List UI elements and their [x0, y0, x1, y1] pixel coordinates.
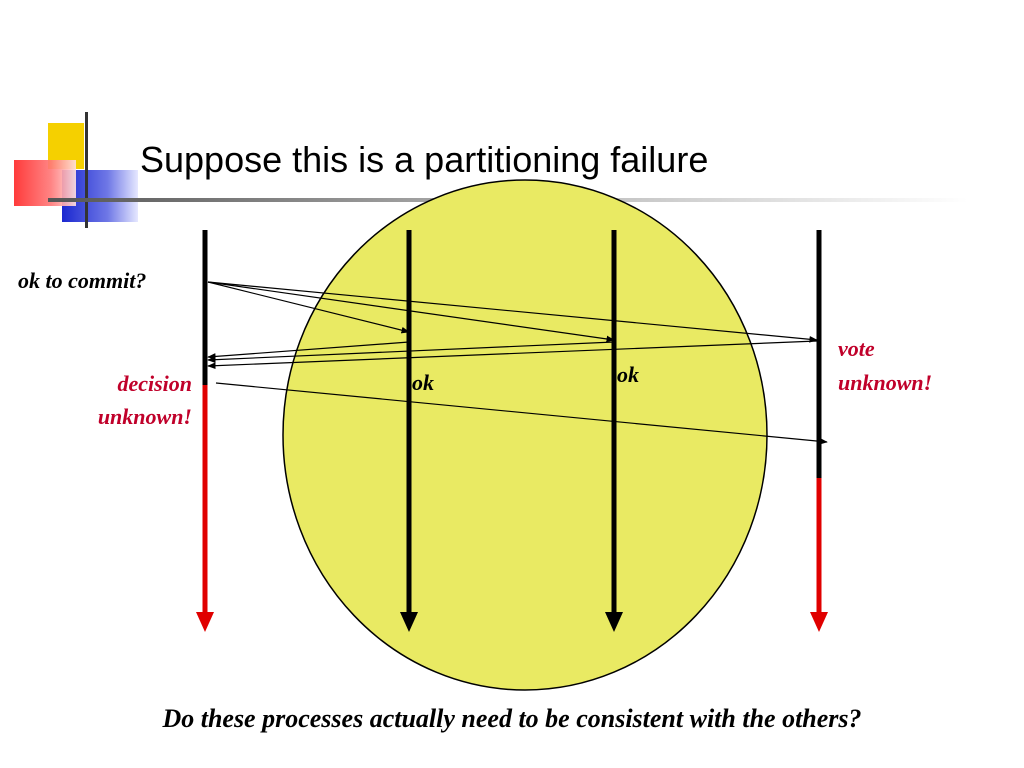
vote-reply-from-a	[207, 341, 410, 360]
participant-a-arrowhead	[400, 612, 418, 632]
vote-unknown-label-line1: vote	[838, 336, 875, 361]
closing-question: Do these processes actually need to be c…	[162, 704, 862, 733]
ok-to-commit-label: ok to commit?	[18, 268, 146, 293]
prepare-message-to-b	[207, 281, 615, 343]
participant-b-arrowhead	[605, 612, 623, 632]
vote-reply-from-b	[207, 341, 615, 364]
participant-a-ok-label: ok	[412, 370, 434, 395]
message-diagram: ok to commit? decision unknown! ok ok vo…	[18, 179, 932, 691]
decision-unknown-label-line2: unknown!	[98, 404, 192, 429]
partition-region	[282, 179, 768, 691]
slide-title: Suppose this is a partitioning failure	[140, 139, 709, 180]
participant-a-timeline	[400, 230, 418, 632]
participant-c-timeline	[810, 230, 828, 632]
participant-c-arrowhead	[810, 612, 828, 632]
vote-reply-from-c	[207, 340, 818, 370]
decision-unknown-label-line1: decision	[117, 371, 192, 396]
coordinator-arrowhead	[196, 612, 214, 632]
prepare-message-to-c	[207, 281, 818, 343]
coordinator-timeline	[196, 230, 214, 632]
decision-message-to-c	[215, 382, 828, 445]
participant-b-ok-label: ok	[617, 362, 639, 387]
prepare-message-to-a	[207, 281, 410, 334]
vote-unknown-label-line2: unknown!	[838, 370, 932, 395]
ornament-vertical-rule	[85, 112, 88, 228]
